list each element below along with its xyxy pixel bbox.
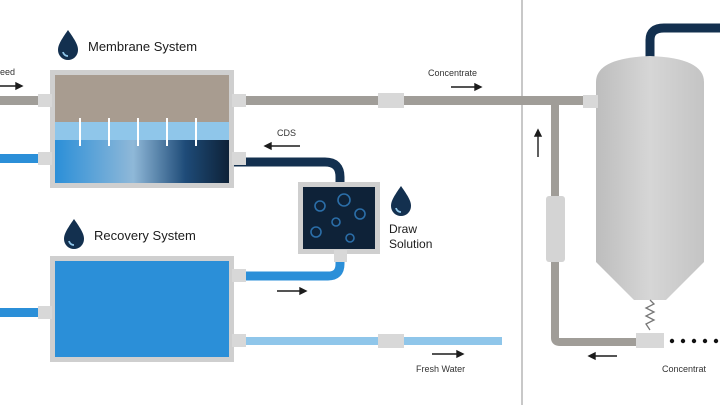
water-drop-icon — [58, 30, 78, 60]
vessel-top-pipe — [645, 23, 720, 58]
concentrate-pipe-top — [234, 96, 589, 105]
water-drop-icon — [64, 219, 84, 249]
membrane-layer — [55, 122, 229, 140]
membrane-connector — [232, 94, 246, 107]
recovery-system-label: Recovery System — [94, 228, 196, 243]
vessel-spring — [644, 299, 656, 331]
draw-to-recovery-pipe — [234, 248, 345, 281]
return-filter — [546, 196, 565, 262]
vessel-body — [596, 56, 704, 300]
vessel-inlet-connector — [583, 95, 598, 108]
recovery-tank — [55, 261, 229, 357]
recovery-system — [38, 256, 246, 362]
recovery-connector — [232, 334, 246, 347]
feed-label: eed — [0, 67, 16, 77]
water-drop-icon — [391, 186, 411, 216]
recovery-flow-arrow — [277, 286, 308, 296]
solution-label-line: Solution — [389, 237, 433, 251]
cds-arrow — [263, 141, 300, 151]
membrane-feed-chamber — [55, 75, 229, 122]
membrane-connector — [232, 152, 246, 165]
fresh-water-label: Fresh Water — [416, 364, 466, 374]
membrane-inlet-pipe — [0, 154, 46, 163]
draw-label-line: Draw — [389, 222, 418, 236]
concentrate-bottom-label: Concentrat — [662, 364, 707, 374]
feed-arrow — [0, 81, 24, 91]
fresh-water-valve — [378, 334, 404, 348]
cds-label: CDS — [277, 128, 297, 138]
return-up-arrow — [533, 128, 543, 157]
recovery-connector — [38, 306, 52, 319]
draw-bubbles — [310, 193, 366, 243]
membrane-system — [38, 70, 246, 188]
return-pipe — [551, 101, 640, 346]
membrane-draw-chamber — [55, 140, 229, 183]
recovery-inlet-pipe — [0, 308, 46, 317]
draw-solution-tank — [298, 182, 380, 262]
concentrate-output-dots — [669, 338, 719, 344]
draw-solution-label: Draw Solution — [389, 222, 432, 252]
concentrate-label: Concentrate — [428, 68, 478, 78]
concentrate-arrow — [451, 82, 483, 92]
fresh-water-pipe — [234, 337, 502, 345]
fresh-water-arrow — [432, 349, 465, 359]
vessel-outlet-valve — [636, 333, 664, 348]
membrane-fibers — [79, 118, 197, 146]
bottom-left-arrow — [587, 351, 617, 361]
concentrate-valve — [378, 93, 404, 108]
membrane-connector — [38, 94, 52, 107]
cds-pipe — [234, 157, 345, 190]
membrane-system-label: Membrane System — [88, 39, 198, 54]
recovery-connector — [232, 269, 246, 282]
crystallizer-vessel — [546, 56, 719, 348]
draw-connector — [334, 250, 347, 262]
feed-pipe — [0, 96, 46, 105]
membrane-connector — [38, 152, 52, 165]
